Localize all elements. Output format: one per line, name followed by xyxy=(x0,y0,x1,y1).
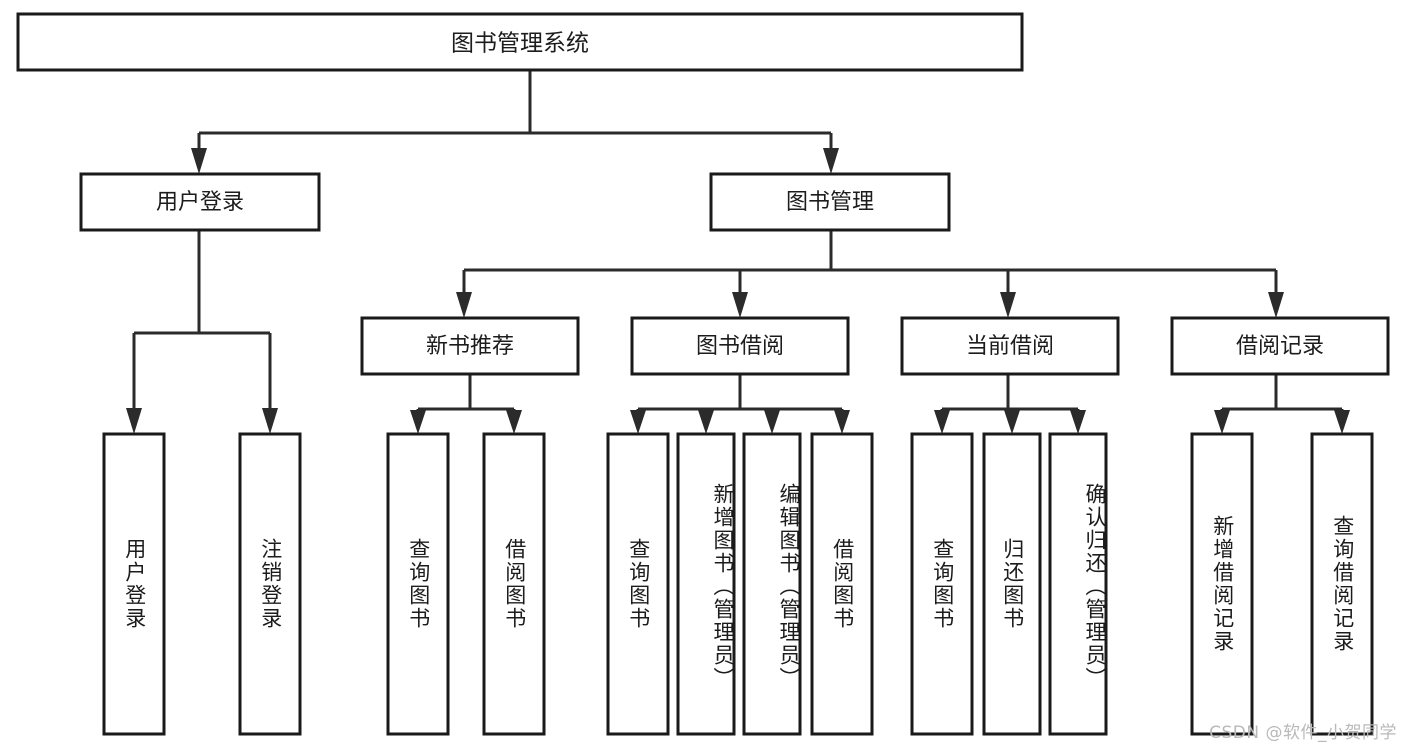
node-book-management-box[interactable] xyxy=(709,172,951,232)
arrow-head-icon xyxy=(410,410,426,434)
arrow-head-icon xyxy=(191,148,207,174)
leaf-box-query-borrow-record[interactable] xyxy=(1310,432,1374,736)
leaf-box-borrow-book[interactable] xyxy=(810,432,874,736)
node-user-login-label: 用户登录 xyxy=(156,190,244,215)
node-borrow-record-label: 借阅记录 xyxy=(1236,334,1324,359)
arrow-head-icon xyxy=(732,292,748,318)
leaf-box-user-login[interactable] xyxy=(102,432,166,736)
leaf-box-query-book-current[interactable] xyxy=(910,432,974,736)
node-borrow-record[interactable]: 借阅记录 xyxy=(1170,316,1390,376)
arrow-head-icon xyxy=(934,410,950,434)
node-user-login[interactable]: 用户登录 xyxy=(79,172,321,232)
arrow-head-icon xyxy=(126,408,142,434)
leaf-box-query-book-recommend[interactable] xyxy=(386,432,450,736)
leaf-boxes xyxy=(102,432,1374,736)
node-current-borrow-label: 当前借阅 xyxy=(966,334,1054,359)
node-borrow-record-box[interactable] xyxy=(1170,316,1390,376)
arrow-head-icon xyxy=(262,408,278,434)
arrow-head-icon xyxy=(630,410,646,434)
node-new-book-recommend[interactable]: 新书推荐 xyxy=(360,316,580,376)
node-root[interactable]: 图书管理系统 xyxy=(16,12,1024,72)
arrow-head-icon xyxy=(1070,410,1086,434)
arrow-head-icon xyxy=(1004,410,1020,434)
arrow-head-icon xyxy=(1000,292,1016,318)
arrow-head-icon xyxy=(1334,410,1350,434)
node-book-management[interactable]: 图书管理 xyxy=(709,172,951,232)
connectors xyxy=(126,70,1350,434)
node-current-borrow[interactable]: 当前借阅 xyxy=(900,316,1120,376)
arrow-head-icon xyxy=(834,410,850,434)
leaf-box-return-book[interactable] xyxy=(982,432,1042,736)
node-book-management-label: 图书管理 xyxy=(786,190,874,215)
leaf-box-borrow-book-recommend[interactable] xyxy=(482,432,546,736)
node-book-borrow-box[interactable] xyxy=(630,316,850,376)
leaf-box-logout-login[interactable] xyxy=(238,432,302,736)
leaf-box-add-book-admin[interactable] xyxy=(676,432,736,736)
arrow-head-icon xyxy=(823,148,839,174)
node-root-box[interactable] xyxy=(16,12,1024,72)
watermark-text: CSDN @软件_小贺同学 xyxy=(1209,723,1397,743)
leaf-box-query-book-borrow[interactable] xyxy=(606,432,670,736)
leaf-box-confirm-return-admin[interactable] xyxy=(1048,432,1108,736)
arrow-head-icon xyxy=(1214,410,1230,434)
node-new-book-recommend-box[interactable] xyxy=(360,316,580,376)
arrow-head-icon xyxy=(1268,292,1284,318)
leaf-box-add-borrow-record[interactable] xyxy=(1190,432,1254,736)
node-user-login-box[interactable] xyxy=(79,172,321,232)
arrow-head-icon xyxy=(698,410,714,434)
node-book-borrow[interactable]: 图书借阅 xyxy=(630,316,850,376)
node-book-borrow-label: 图书借阅 xyxy=(696,334,784,359)
node-current-borrow-box[interactable] xyxy=(900,316,1120,376)
arrow-head-icon xyxy=(506,410,522,434)
node-root-label: 图书管理系统 xyxy=(451,31,589,57)
arrow-head-icon xyxy=(456,292,472,318)
leaf-box-edit-book-admin[interactable] xyxy=(742,432,802,736)
arrow-head-icon xyxy=(764,410,780,434)
node-new-book-recommend-label: 新书推荐 xyxy=(426,334,514,359)
